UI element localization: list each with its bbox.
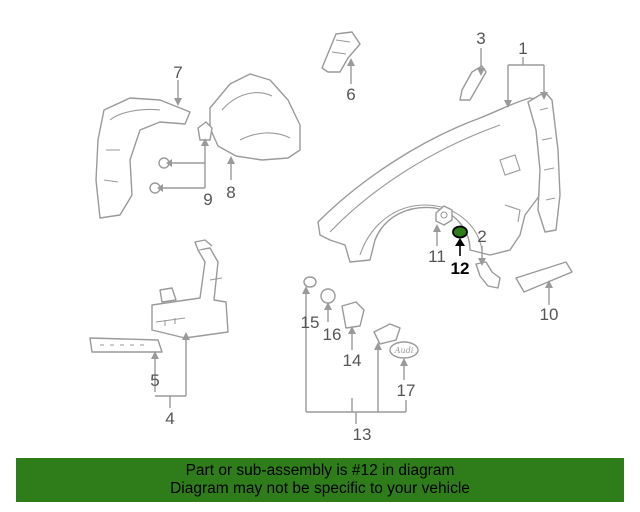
clip-part[interactable] [321,31,361,73]
fender-inner-strip-part[interactable] [527,91,561,233]
grommet-part[interactable] [320,288,336,304]
molding-part[interactable] [373,323,401,345]
callout-1: 1 [518,39,527,58]
mount-part[interactable] [341,301,365,329]
callout-6: 6 [346,85,355,104]
callout-4: 4 [165,409,174,428]
callout-14: 14 [343,351,362,370]
callout-11: 11 [428,247,446,266]
callout-12: 12 [451,259,470,278]
parts-diagram: Audi [89,29,573,444]
callout-2: 2 [477,227,486,246]
trim-strip-part[interactable] [515,261,573,293]
info-banner: Part or sub-assembly is #12 in diagram D… [16,458,624,502]
callout-3: 3 [476,29,485,48]
emblem-part[interactable]: Audi [389,341,419,359]
callout-15: 15 [301,313,320,332]
inner-liner-part[interactable] [209,73,301,161]
small-bracket-part[interactable] [459,65,487,101]
callout-labels: 1 3 6 7 8 9 2 11 12 10 15 16 14 5 17 4 1… [150,29,558,444]
emblem-text: Audi [394,346,414,355]
leader-lines [151,48,553,424]
callout-10: 10 [540,305,559,324]
banner-line-2: Diagram may not be specific to your vehi… [170,480,470,497]
splash-shield-part[interactable] [95,97,191,219]
callout-17: 17 [397,381,416,400]
callout-7: 7 [173,63,182,82]
callout-5: 5 [150,371,159,390]
bracket-part[interactable] [475,261,501,289]
callout-16: 16 [323,325,342,344]
banner-line-1: Part or sub-assembly is #12 in diagram [185,462,455,479]
fastener-part[interactable] [149,121,213,194]
bracket-assembly-part[interactable] [151,239,229,339]
fender-part[interactable] [317,97,546,263]
plug-part-highlighted[interactable] [452,225,468,239]
callout-8: 8 [226,183,235,202]
strip-part[interactable] [89,337,163,353]
nut-part[interactable] [435,205,453,226]
callout-13: 13 [353,425,372,444]
callout-9: 9 [203,190,212,209]
washer-part[interactable] [303,276,317,288]
